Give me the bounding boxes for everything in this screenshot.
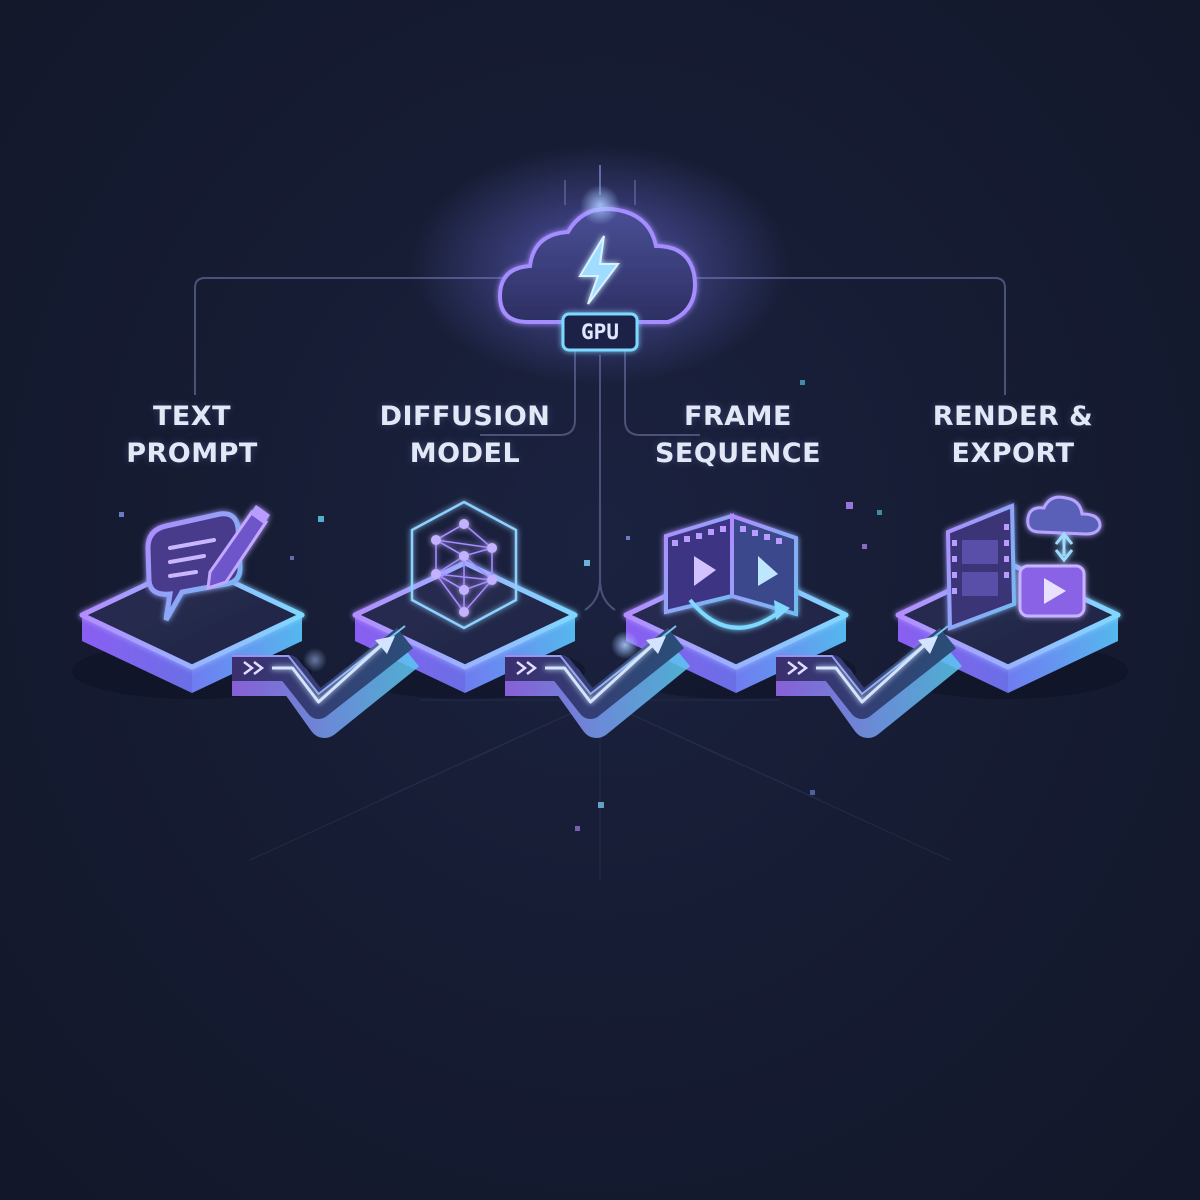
stage-label-text-prompt: TEXT PROMPT xyxy=(72,398,312,472)
chevron-right-icon xyxy=(243,661,265,675)
stage-label-line2: PROMPT xyxy=(126,438,258,469)
gpu-cloud-hub xyxy=(410,145,790,385)
chevron-right-icon xyxy=(787,661,809,675)
gpu-badge xyxy=(561,312,639,352)
hub-connector-lines xyxy=(194,277,1006,611)
stage-label-line1: TEXT xyxy=(152,401,232,432)
stage-label-render-export: RENDER & EXPORT xyxy=(893,398,1133,472)
film-frames-icon xyxy=(664,513,798,630)
gpu-label: GPU xyxy=(581,320,619,344)
flow-arrow-line xyxy=(272,640,387,704)
flow-arrow-line xyxy=(816,640,930,704)
icons-layer xyxy=(145,495,1102,631)
neural-network-cube-icon xyxy=(410,500,518,630)
arrows-layer xyxy=(232,625,963,738)
stage-label-line2: EXPORT xyxy=(951,438,1075,469)
flow-arrow xyxy=(776,625,963,738)
stage-label-line1: FRAME xyxy=(684,401,792,432)
stage-label-diffusion-model: DIFFUSION MODEL xyxy=(345,398,585,472)
stage-label-line1: DIFFUSION xyxy=(379,401,551,432)
lightning-bolt-icon xyxy=(578,235,620,305)
stage-label-line2: MODEL xyxy=(409,438,521,469)
stage-label-frame-sequence: FRAME SEQUENCE xyxy=(618,398,858,472)
stage-label-line2: SEQUENCE xyxy=(654,438,822,469)
flow-arrow xyxy=(505,625,691,738)
chat-pencil-icon xyxy=(145,505,270,622)
arrow-head-icon xyxy=(375,636,395,654)
film-cloud-play-icon xyxy=(945,495,1102,631)
small-cloud-icon xyxy=(1026,495,1102,536)
arrow-up-down-icon xyxy=(1054,531,1074,563)
flow-arrow-line xyxy=(545,640,658,704)
arrow-head-icon xyxy=(918,636,938,654)
stage-label-line1: RENDER & xyxy=(932,401,1094,432)
flow-arrow xyxy=(232,625,420,738)
chevron-right-icon xyxy=(516,661,538,675)
stage-platform xyxy=(72,560,312,699)
arrow-head-icon xyxy=(646,636,666,654)
sparkle-particles xyxy=(119,380,882,831)
